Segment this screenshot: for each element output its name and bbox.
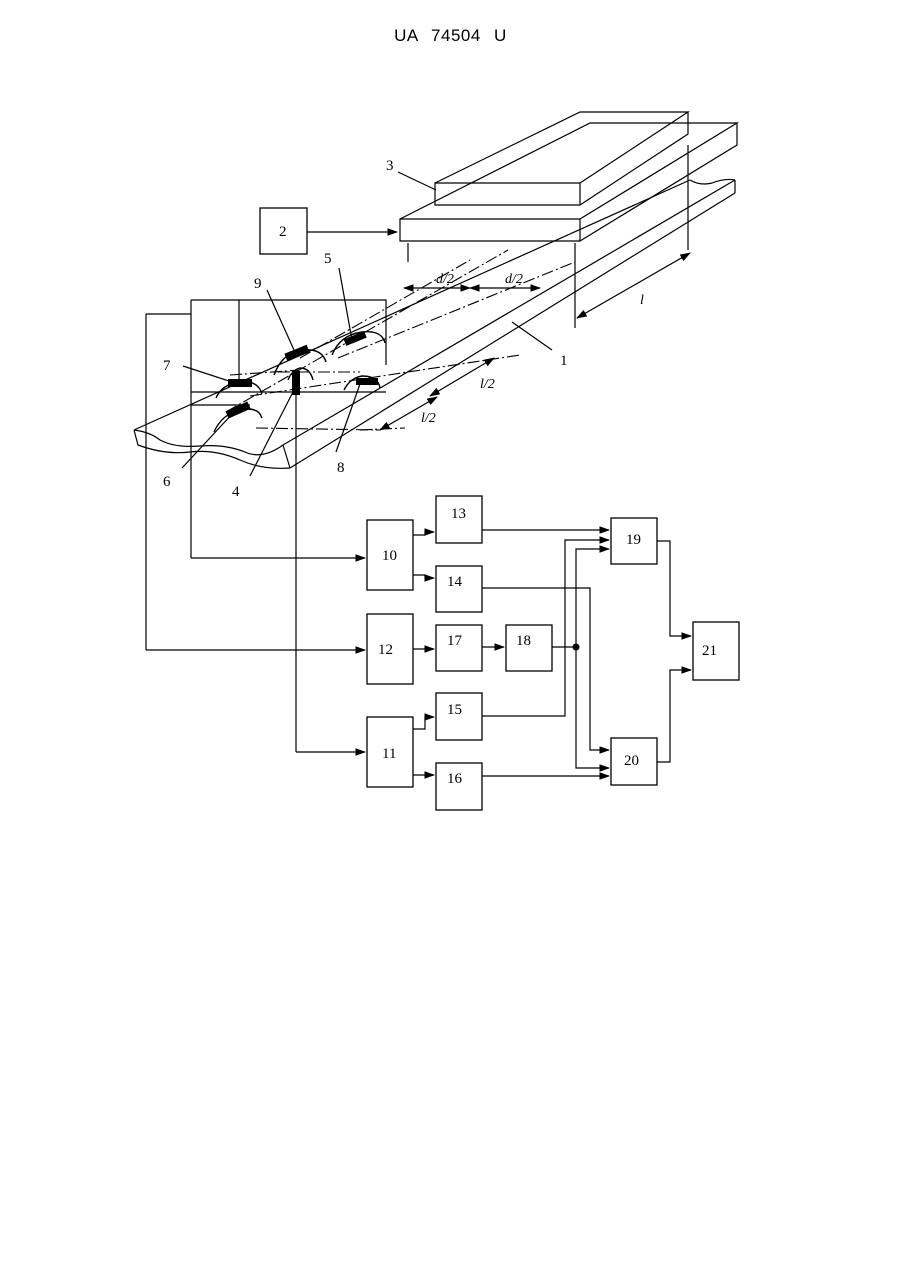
leader-9 xyxy=(267,290,294,350)
leader-3 xyxy=(398,172,436,190)
label-19: 19 xyxy=(626,532,641,548)
leader-4 xyxy=(250,390,294,476)
label-17: 17 xyxy=(447,633,463,649)
leader-7 xyxy=(183,366,232,382)
block-13: 13 xyxy=(436,496,482,543)
block-15: 15 xyxy=(436,693,482,740)
leader-1 xyxy=(512,322,552,350)
block-16: 16 xyxy=(436,763,482,810)
label-11: 11 xyxy=(382,746,396,762)
block-10: 10 xyxy=(367,520,413,590)
label-4: 4 xyxy=(232,484,240,500)
label-12: 12 xyxy=(378,642,393,658)
label-5: 5 xyxy=(324,251,332,267)
block-2: 2 xyxy=(260,208,307,254)
block-21: 21 xyxy=(693,622,739,680)
label-13: 13 xyxy=(451,506,466,522)
block-11: 11 xyxy=(367,717,413,787)
label-20: 20 xyxy=(624,753,639,769)
label-6: 6 xyxy=(163,474,171,490)
leader-8 xyxy=(336,384,360,452)
label-21: 21 xyxy=(702,643,717,659)
dim-l-half-2: l/2 xyxy=(421,411,436,426)
dim-l-half-1: l/2 xyxy=(480,377,495,392)
label-3: 3 xyxy=(386,158,394,174)
sensor-frame xyxy=(146,300,386,752)
label-1: 1 xyxy=(560,353,568,369)
label-2: 2 xyxy=(279,224,287,240)
sensors xyxy=(214,331,385,432)
leader-5 xyxy=(339,268,352,340)
dim-l: l xyxy=(640,293,644,308)
leader-6 xyxy=(182,412,234,468)
block-17: 17 xyxy=(436,625,482,671)
block-18: 18 xyxy=(506,625,552,671)
label-10: 10 xyxy=(382,548,397,564)
label-7: 7 xyxy=(163,358,171,374)
dimensions: d/2 d/2 l l/2 l/2 xyxy=(380,253,690,430)
block-12: 12 xyxy=(367,614,413,684)
label-9: 9 xyxy=(254,276,262,292)
block-14: 14 xyxy=(436,566,482,612)
block-19: 19 xyxy=(611,518,657,564)
label-16: 16 xyxy=(447,771,463,787)
label-14: 14 xyxy=(447,574,463,590)
label-18: 18 xyxy=(516,633,531,649)
label-15: 15 xyxy=(447,702,462,718)
label-8: 8 xyxy=(337,460,345,476)
block-20: 20 xyxy=(611,738,657,785)
